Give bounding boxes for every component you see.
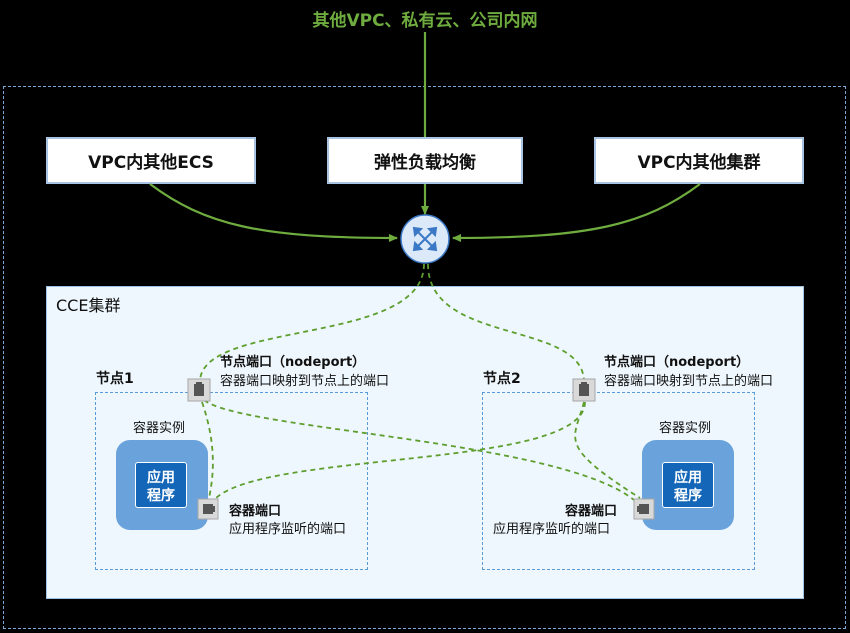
route-router-to-node1-port <box>199 263 425 381</box>
source-elb: 弹性负载均衡 <box>327 137 523 184</box>
node-2-nodeport-icon <box>572 378 596 402</box>
node-1-nodeport-desc: 容器端口映射到节点上的端口 <box>220 374 390 389</box>
node-1-box <box>95 392 368 570</box>
route-node2-port-to-container1 <box>213 401 586 501</box>
route-node1-port-to-container2 <box>203 399 635 501</box>
node-2-app-label-line1: 应用 <box>674 470 702 486</box>
router-icon <box>400 214 450 264</box>
node-2-nodeport-desc: 容器端口映射到节点上的端口 <box>604 374 774 389</box>
external-networks-title: 其他VPC、私有云、公司内网 <box>312 11 538 31</box>
node-1-app-label-line1: 应用 <box>147 470 175 486</box>
node-2-label: 节点2 <box>483 371 521 387</box>
node-2-container-port-desc: 应用程序监听的端口 <box>493 522 611 537</box>
node-1-container-port-title: 容器端口 <box>229 504 282 519</box>
node-2-container-port-icon <box>633 498 655 520</box>
link-ecs-to-router <box>149 183 398 242</box>
node-1-label: 节点1 <box>96 371 134 387</box>
route-node2-port-to-container2 <box>574 401 641 499</box>
node-1-container-port-icon <box>197 498 219 520</box>
node-1-nodeport-title: 节点端口（nodeport） <box>220 355 366 370</box>
node-1-container-port-desc: 应用程序监听的端口 <box>229 522 347 537</box>
node-1-nodeport-icon <box>187 378 211 402</box>
node-2-container-label: 容器实例 <box>659 421 712 436</box>
node-1-container-label: 容器实例 <box>133 421 186 436</box>
route-router-to-node2-port <box>427 263 585 381</box>
node-2-app-label-line2: 程序 <box>674 488 702 504</box>
node-2-application: 应用 程序 <box>662 462 714 508</box>
node-2-container-port-title: 容器端口 <box>565 504 618 519</box>
source-vpc-ecs: VPC内其他ECS <box>46 137 256 184</box>
source-vpc-cluster: VPC内其他集群 <box>594 137 804 184</box>
node-1-app-label-line2: 程序 <box>147 488 175 504</box>
cluster-label: CCE集群 <box>56 296 121 315</box>
node-2-nodeport-title: 节点端口（nodeport） <box>604 355 750 370</box>
node-2-box <box>482 392 755 570</box>
node-1-application: 应用 程序 <box>135 462 187 508</box>
route-node1-port-to-container1 <box>201 401 214 499</box>
link-cluster-to-router <box>452 183 701 242</box>
